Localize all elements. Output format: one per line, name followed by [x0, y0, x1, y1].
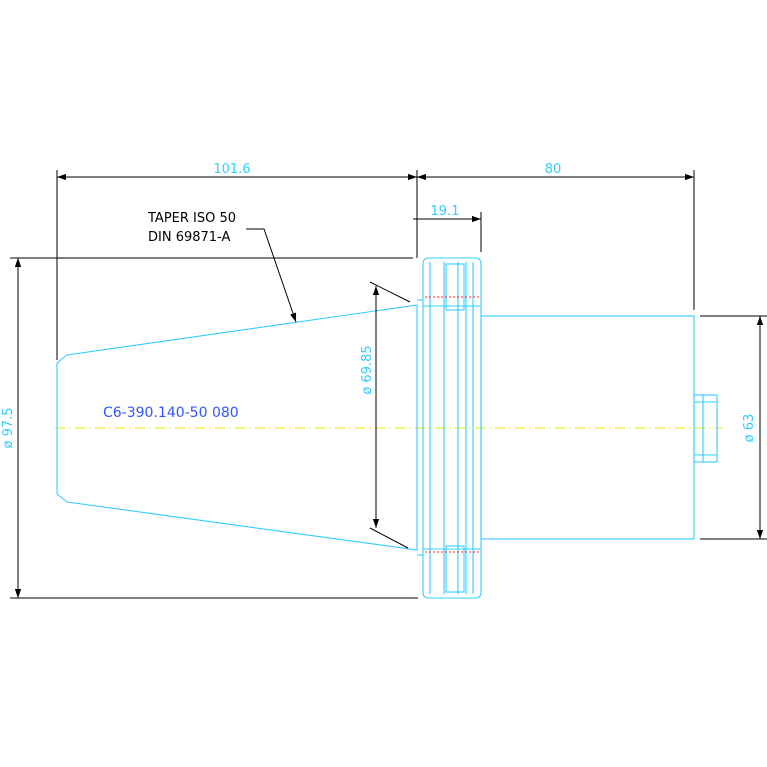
- taper-outline: [56, 304, 418, 551]
- dim-shank-diameter: ø 63: [742, 414, 757, 443]
- dim-gauge-diameter: ø 69.85: [360, 345, 375, 394]
- dim-flange-width: 19.1: [431, 204, 460, 219]
- extension-lines: [10, 170, 767, 599]
- taper-leader: [246, 228, 297, 323]
- dim-shank-length: 80: [545, 162, 562, 177]
- dim-taper-length: 101.6: [213, 162, 250, 177]
- taper-label-line2: DIN 69871-A: [148, 230, 230, 245]
- flange: [417, 257, 482, 599]
- shank: [480, 315, 718, 540]
- taper-label-line1: TAPER ISO 50: [147, 211, 236, 226]
- dim-flange-diameter: ø 97.5: [1, 407, 16, 448]
- part-number: C6-390.140-50 080: [103, 405, 239, 421]
